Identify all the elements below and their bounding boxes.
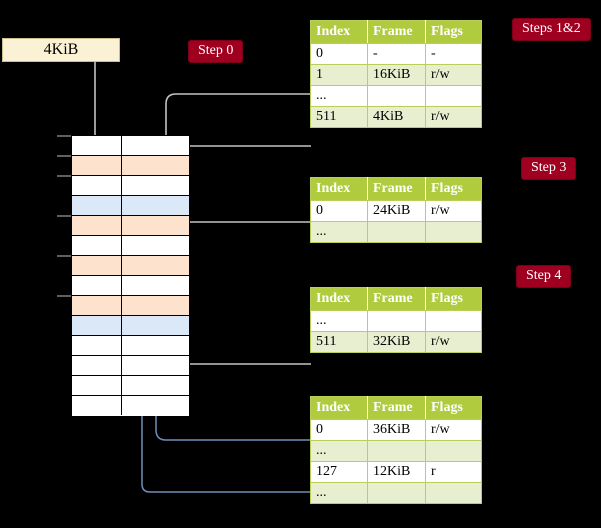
table-row: ... [310,482,482,504]
cell-flags: - [425,43,482,65]
cell-flags: r/w [425,106,482,128]
cell-index: 511 [310,331,368,353]
cell-flags: r/w [425,64,482,86]
cell-flags [425,310,482,332]
memory-frame-row [72,316,189,336]
table-row: ... [310,310,482,332]
badge-step-3: Step 3 [521,157,577,180]
memory-frame-row [72,356,189,376]
cell-index: ... [310,221,368,243]
memory-frame-row [72,256,189,276]
column-header-frame: Frame [367,177,426,201]
memory-frame-row [72,396,189,416]
physical-memory-grid [71,135,190,416]
cell-frame: 24KiB [367,200,426,222]
cell-index: 511 [310,106,368,128]
cell-index: ... [310,85,368,107]
memory-frame-row [72,156,189,176]
cell-flags: r/w [425,200,482,222]
badge-step-4: Step 4 [516,265,572,288]
cell-frame [367,221,426,243]
cell-frame: 32KiB [367,331,426,353]
cell-frame: 12KiB [367,461,426,483]
column-header-flags: Flags [425,20,482,44]
memory-frame-row [72,136,189,156]
cell-flags [425,221,482,243]
cell-frame: 4KiB [367,106,426,128]
cell-frame [367,85,426,107]
column-header-flags: Flags [425,177,482,201]
cell-index: ... [310,440,368,462]
column-header-flags: Flags [425,287,482,311]
memory-frame-row [72,336,189,356]
grid-tick-marks [57,135,71,297]
column-header-frame: Frame [367,396,426,420]
memory-frame-row [72,176,189,196]
memory-frame-row [72,276,189,296]
link-l1-row0-to-frame [148,331,311,441]
column-header-frame: Frame [367,20,426,44]
cell-index: 0 [310,419,368,441]
link-l2-row511-to-frame [168,314,311,365]
cell-frame: 36KiB [367,419,426,441]
memory-frame-row [72,236,189,256]
column-header-index: Index [310,287,368,311]
link-l4-row1-to-frame [165,93,311,152]
memory-frame-row [72,196,189,216]
table-row: ... [310,221,482,243]
cell-frame: 16KiB [367,64,426,86]
column-header-frame: Frame [367,287,426,311]
cell-index: 1 [310,64,368,86]
badge-steps-1-2: Steps 1&2 [512,18,591,41]
cell-frame [367,482,426,504]
cell-index: ... [310,482,368,504]
memory-frame-row [72,376,189,396]
cell-flags: r/w [425,419,482,441]
badge-step-0: Step 0 [188,40,244,63]
cell-flags: r [425,461,482,483]
source-frame-box: 4KiB [2,38,120,62]
cell-frame [367,440,426,462]
cell-index: ... [310,310,368,332]
column-header-index: Index [310,177,368,201]
column-header-index: Index [310,396,368,420]
table-row: 0-- [310,43,482,65]
cell-flags: r/w [425,331,482,353]
memory-frame-row [72,216,189,236]
link-l1-row127-to-frame [134,211,311,493]
column-header-index: Index [310,20,368,44]
cell-flags [425,482,482,504]
cell-index: 127 [310,461,368,483]
cell-index: 0 [310,200,368,222]
column-header-flags: Flags [425,396,482,420]
cell-frame [367,310,426,332]
memory-frame-row [72,296,189,316]
table-row: ... [310,85,482,107]
cell-index: 0 [310,43,368,65]
cell-flags [425,85,482,107]
cell-frame: - [367,43,426,65]
grid-column-divider [121,136,122,415]
table-row: ... [310,440,482,462]
cell-flags [425,440,482,462]
